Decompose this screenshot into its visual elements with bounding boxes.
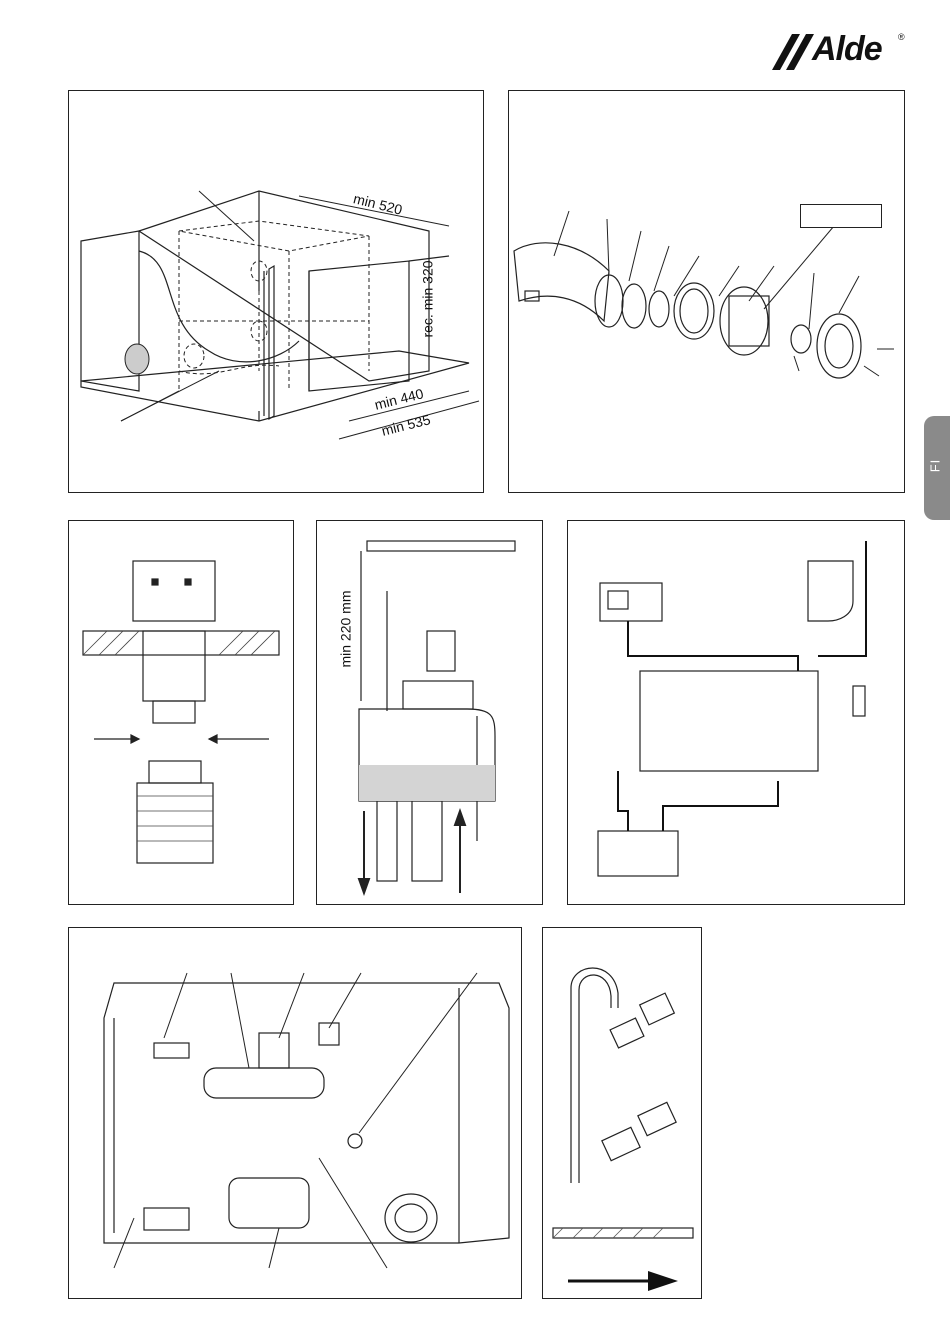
- chimney-exploded-drawing: [509, 91, 906, 494]
- language-tab[interactable]: FI: [924, 416, 950, 520]
- brand-name: Alde: [812, 30, 882, 69]
- registered-mark: ®: [898, 32, 905, 42]
- control-panel-icon: [600, 583, 662, 621]
- roof-chimney-drawing: [69, 521, 295, 906]
- drain-valve-drawing: [543, 928, 703, 1300]
- heater-connections-drawing: [69, 928, 523, 1300]
- fig-expansion-tank: min 220 mm: [316, 520, 543, 905]
- fig-drain-valve: [542, 927, 702, 1299]
- battery-icon: [598, 831, 678, 876]
- expansion-tank-drawing: [317, 521, 544, 906]
- language-tab-label: FI: [927, 459, 942, 473]
- pump-icon: [808, 561, 853, 621]
- heater-unit-icon: [640, 671, 818, 771]
- reference-box: [800, 204, 882, 228]
- wiring-drawing: [568, 521, 906, 906]
- fig-chimney-exploded: [508, 90, 905, 493]
- fig-heater-connections: [68, 927, 522, 1299]
- fig-roof-chimney: [68, 520, 294, 905]
- fig-installation-space: min 520 rec. min 320 min 440 min 535: [68, 90, 484, 493]
- direction-arrow-icon: [648, 1271, 678, 1291]
- dim-height-220-label: min 220 mm: [338, 590, 354, 667]
- fig-electrical-wiring: [567, 520, 905, 905]
- dim-height-label: rec. min 320: [420, 260, 436, 337]
